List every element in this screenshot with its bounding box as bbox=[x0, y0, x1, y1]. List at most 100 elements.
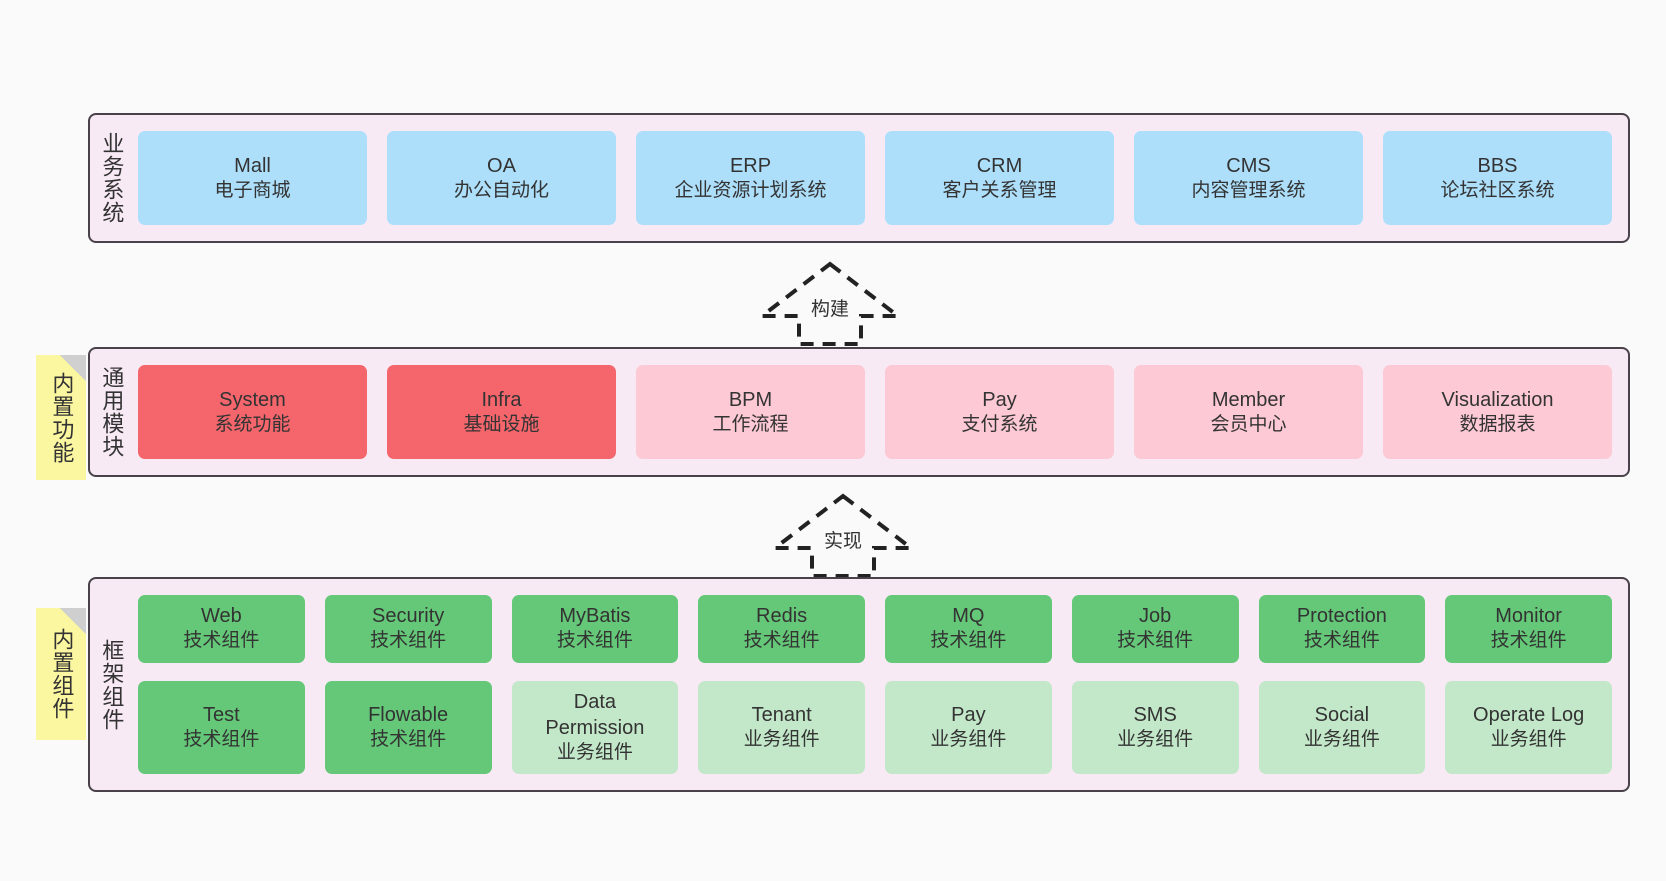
card-subtitle: 技术组件 bbox=[370, 728, 447, 750]
card-subtitle: 内容管理系统 bbox=[1191, 179, 1306, 201]
card-oa[interactable]: OA 办公自动化 bbox=[387, 131, 616, 225]
card-title: Pay bbox=[951, 703, 986, 726]
card-title: Member bbox=[1211, 388, 1286, 411]
card-title: BBS bbox=[1477, 154, 1518, 177]
layer-business-system: 业务系统 Mall 电子商城 OA 办公自动化 ERP 企业资源计划系统 CRM… bbox=[88, 113, 1630, 243]
card-subtitle: 技术组件 bbox=[556, 630, 633, 652]
card-row-business: Test 技术组件 Flowable 技术组件 Data Permission … bbox=[138, 680, 1612, 774]
card-erp[interactable]: ERP 企业资源计划系统 bbox=[636, 131, 865, 225]
card-subtitle: 业务组件 bbox=[743, 728, 820, 750]
card-subtitle: 会员中心 bbox=[1210, 413, 1287, 435]
card-title: Security bbox=[372, 605, 445, 628]
card-system[interactable]: System 系统功能 bbox=[138, 365, 367, 459]
card-tenant[interactable]: Tenant 业务组件 bbox=[698, 680, 865, 774]
card-monitor[interactable]: Monitor 技术组件 bbox=[1445, 595, 1612, 663]
card-row: Mall 电子商城 OA 办公自动化 ERP 企业资源计划系统 CRM 客户关系… bbox=[138, 131, 1612, 225]
card-subtitle: 业务组件 bbox=[1490, 728, 1567, 750]
card-mybatis[interactable]: MyBatis 技术组件 bbox=[511, 595, 679, 663]
card-title: SMS bbox=[1133, 703, 1177, 726]
card-operate-log[interactable]: Operate Log 业务组件 bbox=[1445, 680, 1612, 774]
card-cms[interactable]: CMS 内容管理系统 bbox=[1134, 131, 1363, 225]
card-subtitle: 论坛社区系统 bbox=[1440, 179, 1555, 201]
card-bpm[interactable]: BPM 工作流程 bbox=[636, 365, 865, 459]
card-test[interactable]: Test 技术组件 bbox=[138, 680, 305, 774]
card-mall[interactable]: Mall 电子商城 bbox=[138, 131, 367, 225]
card-redis[interactable]: Redis 技术组件 bbox=[698, 595, 865, 663]
card-social[interactable]: Social 业务组件 bbox=[1258, 680, 1426, 774]
card-subtitle: 技术组件 bbox=[1303, 630, 1380, 652]
card-title: Test bbox=[203, 703, 240, 726]
card-subtitle: 支付系统 bbox=[961, 413, 1038, 435]
connector-build-label: 构建 bbox=[810, 299, 850, 320]
note-label: 内置功能 bbox=[49, 371, 75, 464]
layer-body-framework-component: Web 技术组件 Security 技术组件 MyBatis 技术组件 Redi… bbox=[132, 579, 1628, 790]
card-title: Operate Log bbox=[1473, 703, 1585, 726]
card-subtitle: 业务组件 bbox=[1117, 728, 1194, 750]
card-infra[interactable]: Infra 基础设施 bbox=[387, 365, 616, 459]
layer-common-module: 通用模块 System 系统功能 Infra 基础设施 BPM 工作流程 Pay… bbox=[88, 347, 1630, 477]
card-subtitle: 技术组件 bbox=[183, 728, 260, 750]
card-subtitle: 技术组件 bbox=[930, 630, 1007, 652]
card-sms[interactable]: SMS 业务组件 bbox=[1071, 680, 1239, 774]
card-subtitle: 电子商城 bbox=[214, 179, 291, 201]
card-protection[interactable]: Protection 技术组件 bbox=[1258, 595, 1426, 663]
card-title: BPM bbox=[728, 388, 773, 411]
card-title: CMS bbox=[1226, 154, 1271, 177]
card-title: MQ bbox=[952, 605, 985, 628]
layer-body-common-module: System 系统功能 Infra 基础设施 BPM 工作流程 Pay 支付系统… bbox=[132, 349, 1628, 475]
card-subtitle: 技术组件 bbox=[1490, 630, 1567, 652]
card-row-tech: Web 技术组件 Security 技术组件 MyBatis 技术组件 Redi… bbox=[138, 595, 1612, 663]
card-pay[interactable]: Pay 支付系统 bbox=[885, 365, 1114, 459]
layer-title-framework-component: 框架组件 bbox=[99, 638, 125, 731]
card-pay-component[interactable]: Pay 业务组件 bbox=[885, 680, 1052, 774]
note-built-in-components: 内置组件 bbox=[36, 608, 86, 740]
note-label: 内置组件 bbox=[49, 628, 75, 720]
card-member[interactable]: Member 会员中心 bbox=[1134, 365, 1363, 459]
card-bbs[interactable]: BBS 论坛社区系统 bbox=[1383, 131, 1612, 225]
card-title: Data Permission bbox=[545, 690, 645, 739]
card-visualization[interactable]: Visualization 数据报表 bbox=[1383, 365, 1612, 459]
card-data-permission[interactable]: Data Permission 业务组件 bbox=[511, 680, 679, 774]
card-subtitle: 技术组件 bbox=[370, 630, 447, 652]
layer-title-common-module: 通用模块 bbox=[99, 366, 125, 458]
card-subtitle: 技术组件 bbox=[183, 630, 260, 652]
card-title: Tenant bbox=[751, 703, 812, 726]
card-subtitle: 基础设施 bbox=[463, 413, 540, 435]
layer-title-business-system: 业务系统 bbox=[99, 132, 125, 224]
card-crm[interactable]: CRM 客户关系管理 bbox=[885, 131, 1114, 225]
card-flowable[interactable]: Flowable 技术组件 bbox=[324, 680, 492, 774]
card-subtitle: 业务组件 bbox=[1303, 728, 1380, 750]
card-title: Protection bbox=[1296, 605, 1387, 628]
connector-build: 构建 bbox=[755, 258, 905, 348]
card-web[interactable]: Web 技术组件 bbox=[138, 595, 305, 663]
connector-implement-label: 实现 bbox=[823, 531, 863, 552]
card-title: Job bbox=[1139, 605, 1172, 628]
layer-body-business-system: Mall 电子商城 OA 办公自动化 ERP 企业资源计划系统 CRM 客户关系… bbox=[132, 115, 1628, 241]
card-title: Pay bbox=[982, 388, 1017, 411]
card-subtitle: 办公自动化 bbox=[453, 179, 549, 201]
card-title: System bbox=[219, 388, 286, 411]
card-title: Mall bbox=[234, 154, 271, 177]
layer-framework-component: 框架组件 Web 技术组件 Security 技术组件 MyBatis 技术组件… bbox=[88, 577, 1630, 792]
card-mq[interactable]: MQ 技术组件 bbox=[885, 595, 1052, 663]
card-subtitle: 企业资源计划系统 bbox=[674, 179, 827, 201]
card-title: Redis bbox=[756, 605, 808, 628]
card-security[interactable]: Security 技术组件 bbox=[324, 595, 492, 663]
connector-implement-arrow bbox=[769, 493, 917, 578]
connector-build-arrow bbox=[756, 261, 904, 346]
card-subtitle: 工作流程 bbox=[712, 413, 789, 435]
card-subtitle: 业务组件 bbox=[556, 741, 633, 763]
card-row: System 系统功能 Infra 基础设施 BPM 工作流程 Pay 支付系统… bbox=[138, 365, 1612, 459]
card-subtitle: 业务组件 bbox=[930, 728, 1007, 750]
card-title: Social bbox=[1314, 703, 1370, 726]
card-job[interactable]: Job 技术组件 bbox=[1071, 595, 1239, 663]
note-built-in-functions: 内置功能 bbox=[36, 355, 86, 480]
card-title: Monitor bbox=[1495, 605, 1562, 628]
connector-implement: 实现 bbox=[768, 490, 918, 580]
card-title: Visualization bbox=[1441, 388, 1554, 411]
card-title: MyBatis bbox=[559, 605, 631, 628]
card-title: OA bbox=[487, 154, 516, 177]
card-subtitle: 系统功能 bbox=[214, 413, 291, 435]
card-subtitle: 数据报表 bbox=[1459, 413, 1536, 435]
card-subtitle: 技术组件 bbox=[743, 630, 820, 652]
